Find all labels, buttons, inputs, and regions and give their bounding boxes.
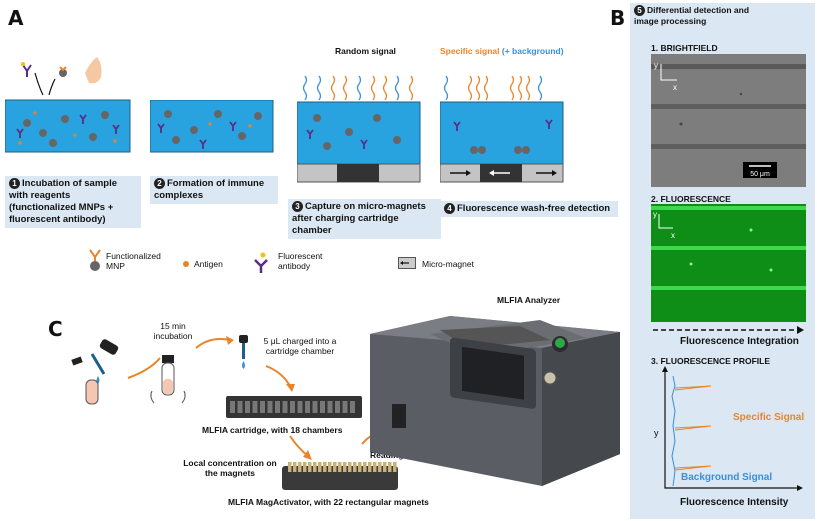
integration-label: Fluorescence Integration: [680, 336, 799, 347]
legend-magnet: Micro-magnet: [422, 259, 474, 269]
specific-signal-text: Specific Signal: [733, 412, 804, 423]
random-signal-label: Random signal: [335, 46, 396, 56]
analyzer-image: [370, 316, 620, 486]
legend-magnet-icon: [398, 257, 416, 269]
fluorescence-x-label: x: [671, 231, 675, 240]
cartridge-label: MLFIA cartridge, with 18 chambers: [202, 425, 343, 435]
legend-antibody-icon: [254, 252, 268, 273]
legend-antigen-icon: [183, 261, 189, 267]
profile-title: 3. FLUORESCENCE PROFILE: [651, 356, 771, 366]
profile-plot: y Specific Signal Background Signal: [654, 366, 804, 491]
pipette-tube-icon: [71, 339, 119, 405]
legend-mnp-icon: [89, 249, 101, 271]
fluorescence-title: 2. FLUORESCENCE: [651, 194, 731, 204]
step4-scene: [440, 75, 564, 183]
incubation-tube-icon: [150, 355, 186, 404]
profile-y-label: y: [654, 428, 659, 438]
step1-scene: [5, 57, 131, 153]
magactivator-label: MLFIA MagActivator, with 22 rectangular …: [228, 497, 429, 507]
integration-arrow: [653, 326, 804, 334]
legend-antibody: Fluorescent antibody: [278, 251, 323, 271]
charged-label: 5 μL charged into a cartridge chamber: [263, 336, 337, 356]
step3-scene: [297, 75, 421, 183]
incubation-label: 15 min incubation: [153, 321, 193, 341]
brightfield-y-label: y: [654, 61, 658, 70]
fluorescence-y-label: y: [653, 210, 657, 219]
brightfield-title: 1. BRIGHTFIELD: [651, 43, 718, 53]
mnp-icon: [59, 69, 67, 77]
legend-mnp: Functionalized MNP: [106, 251, 161, 271]
brightfield-image: 50 μm y x: [651, 54, 806, 187]
fluorescence-image: y x: [651, 204, 806, 322]
background-signal-text: Background Signal: [681, 472, 772, 483]
legend-antigen: Antigen: [194, 259, 223, 269]
scale-bar-label: 50 μm: [750, 171, 770, 178]
panel-a-letter: A: [8, 6, 24, 30]
intensity-label: Fluorescence Intensity: [680, 497, 789, 508]
analyzer-label: MLFIA Analyzer: [497, 295, 561, 305]
panel-c-letter: C: [48, 317, 63, 341]
panel-b-letter: B: [610, 6, 626, 30]
antibody-icon: [21, 62, 32, 77]
dropper-icon: [239, 335, 248, 369]
specific-signal-label: Specific signal (+ background): [440, 46, 564, 56]
cartridge-image: [226, 396, 362, 418]
step2-scene: [150, 100, 274, 153]
magactivator-image: [282, 462, 398, 490]
brightfield-x-label: x: [673, 83, 677, 92]
local-concentration-label: Local concentration on the magnets: [183, 458, 277, 478]
